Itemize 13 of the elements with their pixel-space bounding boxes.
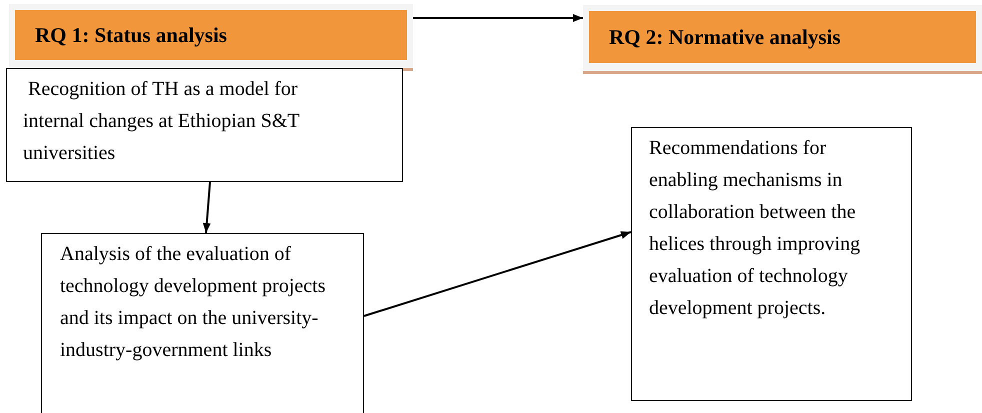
- arrow: [202, 182, 211, 234]
- header-panel: [583, 5, 982, 71]
- box-text: Recommendations for enabling mechanisms in collaboration between the helices through improving evaluation of technology development projects.: [649, 136, 862, 321]
- header-title: RQ 2: Normative analysis: [609, 24, 841, 50]
- process-box: [41, 233, 364, 413]
- arrow: [364, 231, 632, 317]
- box-text: Analysis of the evaluation of technology development projects and its impact on the university-industry-government links: [60, 242, 326, 363]
- box-text: Recognition of TH as a model for internal changes at Ethiopian S&T universities: [23, 77, 300, 166]
- header-title: RQ 1: Status analysis: [35, 22, 227, 48]
- process-box: [631, 127, 912, 401]
- process-box: [6, 68, 403, 182]
- header-panel: [9, 4, 413, 68]
- arrow: [413, 14, 583, 22]
